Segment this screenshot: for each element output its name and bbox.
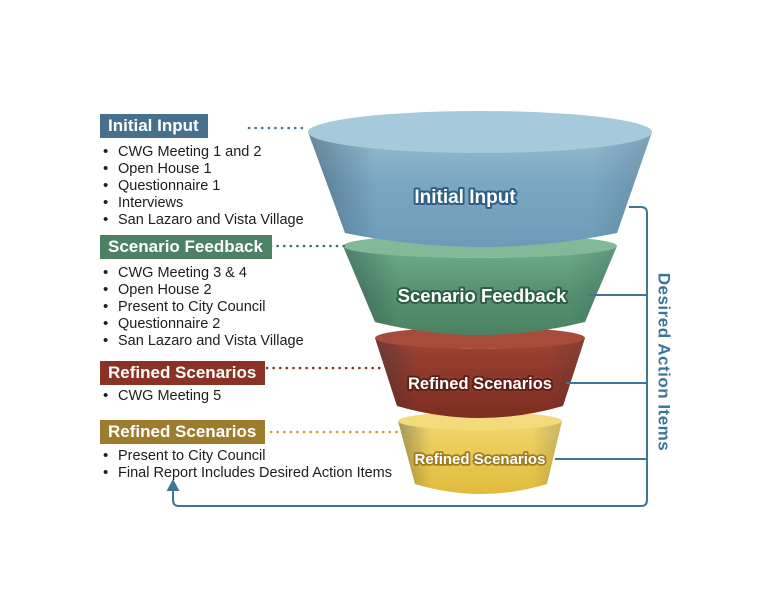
list-item: Questionnaire 1 [100,177,304,195]
funnel-stage-label: Initial Input [414,187,516,208]
list-item: Open House 2 [100,281,304,299]
stage-list-refined-scenarios: CWG Meeting 5 [100,387,221,405]
bracket-line [172,206,648,507]
arrow-up-icon [166,479,180,491]
list-item: Questionnaire 2 [100,315,304,333]
stage-list-refined-scenarios-final: Present to City CouncilFinal Report Incl… [100,447,392,482]
funnel-stage-label: Scenario Feedback [398,285,567,306]
list-item: Interviews [100,194,304,212]
funnel-stage-refined-scenarios-final: Refined Scenarios [398,412,562,494]
funnel-stage-scenario-feedback: Scenario Feedback [343,234,617,335]
stage-header-refined-scenarios-final: Refined Scenarios [100,420,266,444]
list-item: Present to City Council [100,447,392,465]
list-item: CWG Meeting 1 and 2 [100,143,304,161]
list-item: CWG Meeting 3 & 4 [100,264,304,282]
list-item: San Lazaro and Vista Village [100,332,304,350]
stage-list-initial-input: CWG Meeting 1 and 2Open House 1Questionn… [100,143,304,229]
list-item: Final Report Includes Desired Action Ite… [100,464,392,482]
list-item: Open House 1 [100,160,304,178]
funnel-stage-label: Refined Scenarios [408,375,552,393]
list-item: San Lazaro and Vista Village [100,211,304,229]
stage-header-scenario-feedback: Scenario Feedback [100,235,272,259]
stage-header-initial-input: Initial Input [100,114,208,138]
stage-list-scenario-feedback: CWG Meeting 3 & 4Open House 2Present to … [100,264,304,350]
funnel-stage-refined-scenarios: Refined Scenarios [375,327,585,418]
funnel-stage-initial-input: Initial Input [308,111,652,247]
funnel-stage-label: Refined Scenarios [415,451,546,468]
list-item: CWG Meeting 5 [100,387,221,405]
desired-action-items-label: Desired Action Items [655,273,674,451]
stage-header-refined-scenarios: Refined Scenarios [100,361,266,385]
list-item: Present to City Council [100,298,304,316]
